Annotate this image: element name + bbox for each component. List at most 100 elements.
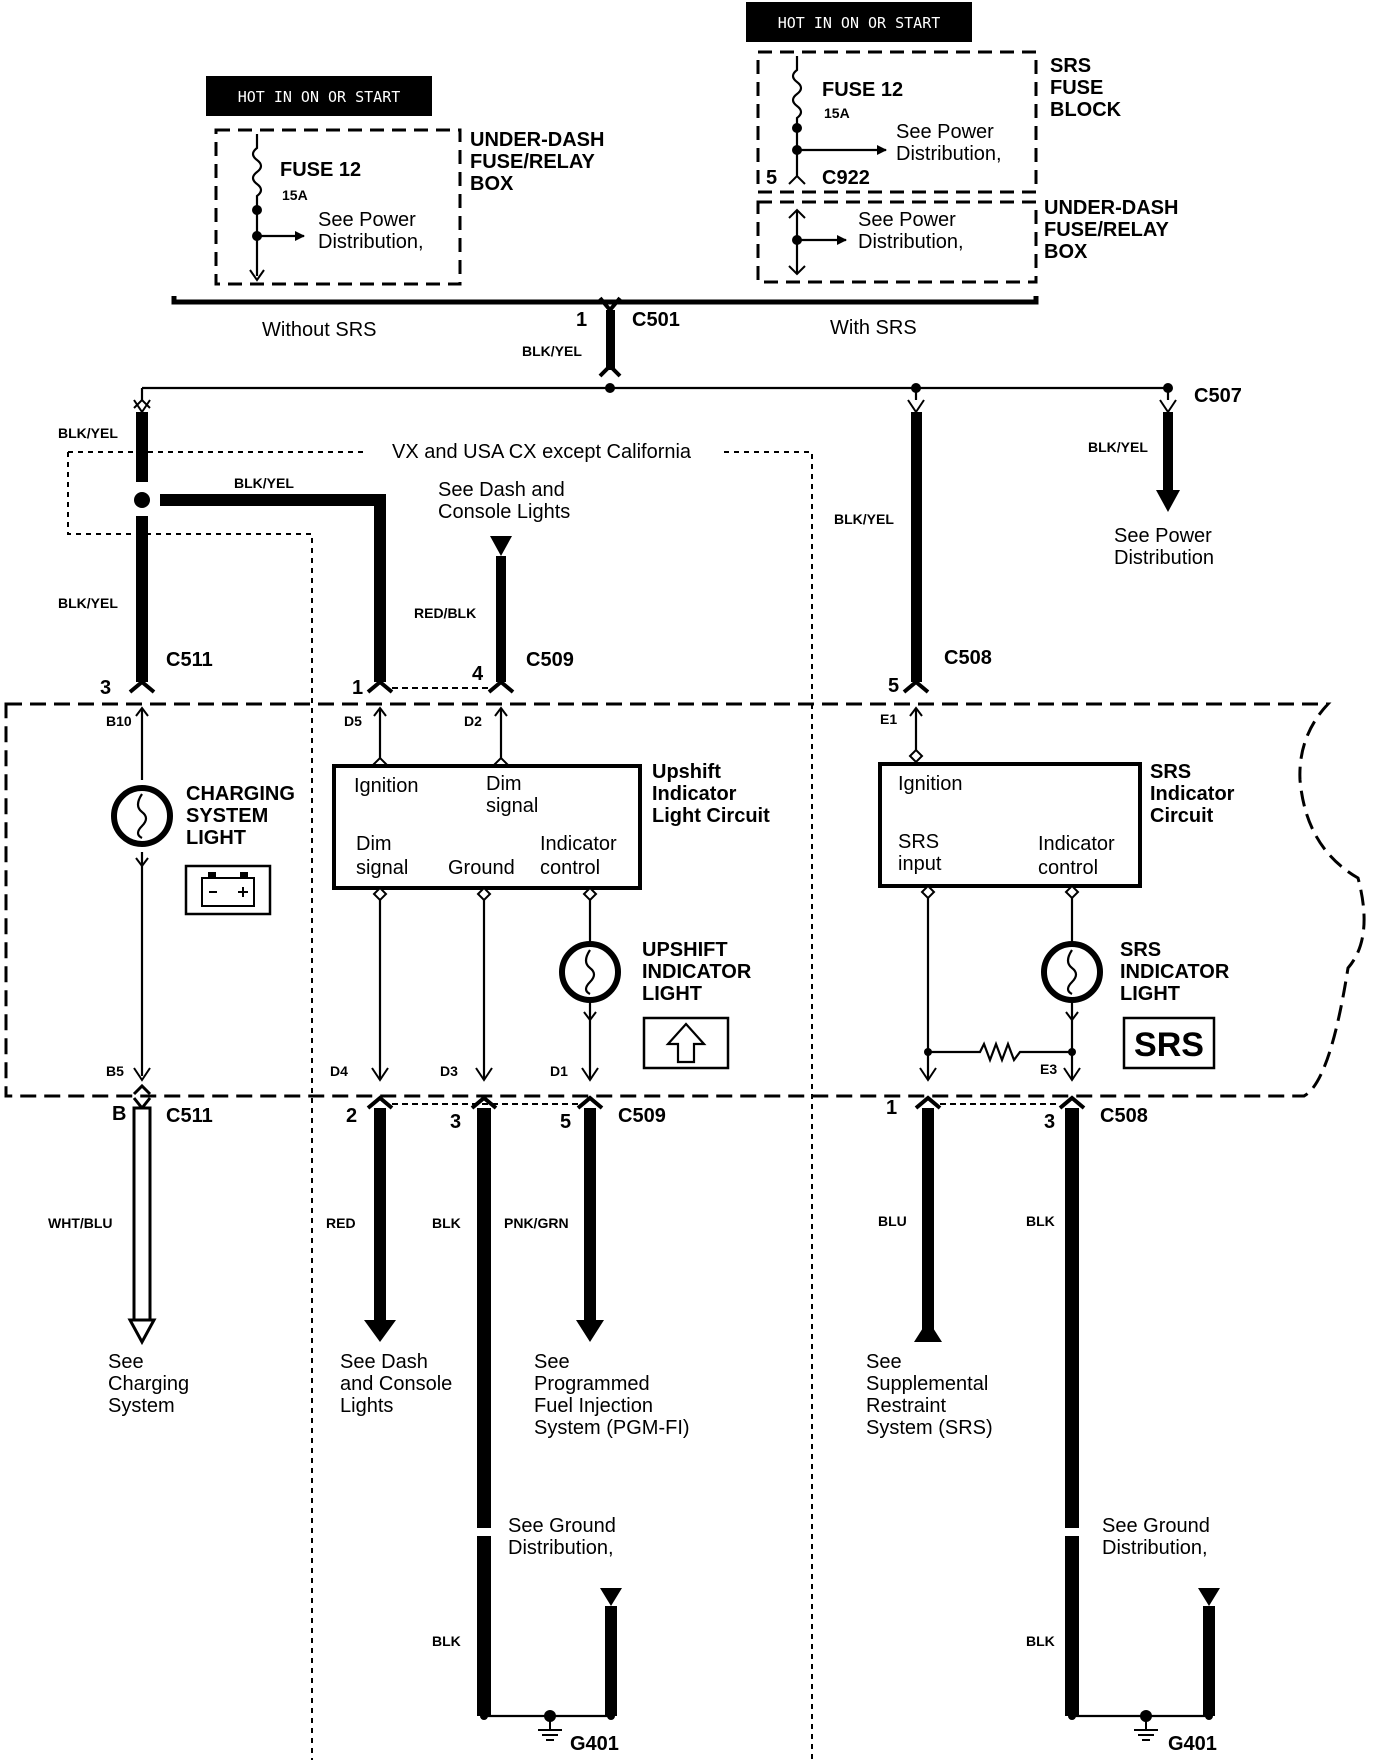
srs-light-label-2: INDICATOR xyxy=(1120,961,1230,983)
connector-symbol xyxy=(1058,1095,1086,1110)
connector-symbol xyxy=(914,1095,942,1110)
connector-symbol xyxy=(135,857,149,868)
c508-label-bottom: C508 xyxy=(1100,1105,1148,1127)
connector-symbol xyxy=(132,1083,152,1096)
dash-dest-1: See Dash xyxy=(340,1351,428,1373)
see-power-dist-2: Distribution xyxy=(1114,547,1214,569)
battery-icon xyxy=(184,864,272,916)
wire-label-c501: BLK/YEL xyxy=(522,343,582,359)
srs-circuit-title-3: Circuit xyxy=(1150,805,1214,827)
underdash-label-right-1: UNDER-DASH xyxy=(1044,197,1178,219)
fuse-12-right-symbol xyxy=(791,56,803,176)
wire-label-c507: BLK/YEL xyxy=(1088,439,1148,455)
fuse-amps-right: 15A xyxy=(824,105,850,121)
pin-3-c509: 3 xyxy=(450,1111,461,1133)
srs-badge-icon: SRS xyxy=(1122,1016,1216,1070)
srs-fuse-label-2: FUSE xyxy=(1050,77,1103,99)
wire-label-c508: BLK/YEL xyxy=(834,511,894,527)
fuse-12-left-symbol xyxy=(251,134,263,276)
junction-dot xyxy=(252,205,262,215)
terminal xyxy=(476,886,492,902)
wire-label-wht-blu: WHT/BLU xyxy=(48,1215,113,1231)
charging-dest-2: Charging xyxy=(108,1373,189,1395)
srs-fuse-block xyxy=(756,50,1038,194)
underdash-label-left-1: UNDER-DASH xyxy=(470,129,604,151)
wire-wht-blu xyxy=(132,1106,152,1322)
connector-symbol xyxy=(581,1067,599,1082)
c508-label-top: C508 xyxy=(944,647,992,669)
underdash-label-left-3: BOX xyxy=(470,173,514,195)
connector-symbol xyxy=(494,706,508,717)
c922-label: C922 xyxy=(822,167,870,189)
svg-text:SRS: SRS xyxy=(1134,1026,1204,1064)
wire-label-c511-upper: BLK/YEL xyxy=(58,425,118,441)
connector-symbol xyxy=(583,1011,597,1022)
see-ground-right-1: See Ground xyxy=(1102,1515,1210,1537)
wire-arrowhead xyxy=(1156,490,1180,512)
srs-indicator-label-1: Indicator xyxy=(1038,833,1115,855)
wire-label-c511-lower: BLK/YEL xyxy=(58,595,118,611)
srs-dest-2: Supplemental xyxy=(866,1373,988,1395)
wire-arrowhead xyxy=(1198,1588,1220,1606)
terminal xyxy=(582,886,598,902)
connector-symbol xyxy=(1159,399,1177,414)
srs-ignition-label: Ignition xyxy=(898,773,963,795)
srs-circuit-title-2: Indicator xyxy=(1150,783,1235,805)
charging-label-1: CHARGING xyxy=(186,783,295,805)
ground-symbol xyxy=(538,1710,562,1741)
srs-input-label-2: input xyxy=(898,853,942,875)
pgm-dest-2: Programmed xyxy=(534,1373,650,1395)
junction-dot xyxy=(1068,1712,1076,1720)
wire-label-blk-2: BLK xyxy=(432,1633,461,1649)
wire-label-branch: BLK/YEL xyxy=(234,475,294,491)
see-power-right-2: Distribution, xyxy=(896,143,1002,165)
c511-label-bottom: C511 xyxy=(166,1105,213,1127)
resistor xyxy=(928,1040,1072,1064)
wire-arrowhead xyxy=(127,1318,157,1346)
terminal xyxy=(908,748,924,764)
wire-red-blk xyxy=(496,556,506,682)
srs-fuse-label-1: SRS xyxy=(1050,55,1091,77)
pin-d3: D3 xyxy=(440,1063,458,1079)
wire-arrowhead xyxy=(249,269,265,282)
see-ground-left-2: Distribution, xyxy=(508,1537,614,1559)
wire-blk-yel-c511-upper xyxy=(136,412,148,482)
see-dash-top-2: Console Lights xyxy=(438,501,570,523)
junction-dot xyxy=(480,1712,488,1720)
srs-indicator-label-2: control xyxy=(1038,857,1098,879)
connector-symbol xyxy=(366,1095,394,1110)
charging-dest-1: See xyxy=(108,1351,144,1373)
upshift-dim-out-label-2: signal xyxy=(356,857,408,879)
terminal xyxy=(920,884,936,900)
wire-label-blk-3: BLK xyxy=(1026,1213,1055,1229)
charging-label-2: SYSTEM xyxy=(186,805,268,827)
wire-label-red-blk: RED/BLK xyxy=(414,605,476,621)
underdash-label-right-3: BOX xyxy=(1044,241,1088,263)
upshift-light-label-2: INDICATOR xyxy=(642,961,752,983)
with-srs-label: With SRS xyxy=(830,317,917,339)
c509-label-bottom: C509 xyxy=(618,1105,666,1127)
bulb-filament xyxy=(1066,949,1078,995)
connector-symbol xyxy=(788,208,806,219)
wire-blk-yel-branch xyxy=(160,494,386,682)
upshift-indicator-label-1: Indicator xyxy=(540,833,617,855)
hot-tag-left: HOT IN ON OR START xyxy=(206,76,432,116)
c511-label-top: C511 xyxy=(166,649,213,671)
see-power-dist-1: See Power xyxy=(1114,525,1212,547)
junction-dot xyxy=(605,383,615,393)
connector-symbol xyxy=(475,1067,493,1082)
wire-blk-yel-c507 xyxy=(1163,412,1173,490)
upshift-title-3: Light Circuit xyxy=(652,805,770,827)
upshift-ignition-label: Ignition xyxy=(354,775,419,797)
wire-blk-ground-3 xyxy=(1065,1108,1079,1716)
wire-break xyxy=(472,1528,496,1536)
see-power-left-1: See Power xyxy=(318,209,416,231)
upshift-light-label-3: LIGHT xyxy=(642,983,702,1005)
upshift-dim-out-label-1: Dim xyxy=(356,833,392,855)
pin-3-c508: 3 xyxy=(1044,1111,1055,1133)
wire-arrowhead xyxy=(600,1588,622,1606)
connector-symbol xyxy=(1065,1011,1079,1022)
pin-b5: B5 xyxy=(106,1063,124,1079)
connector-symbol xyxy=(366,679,394,694)
